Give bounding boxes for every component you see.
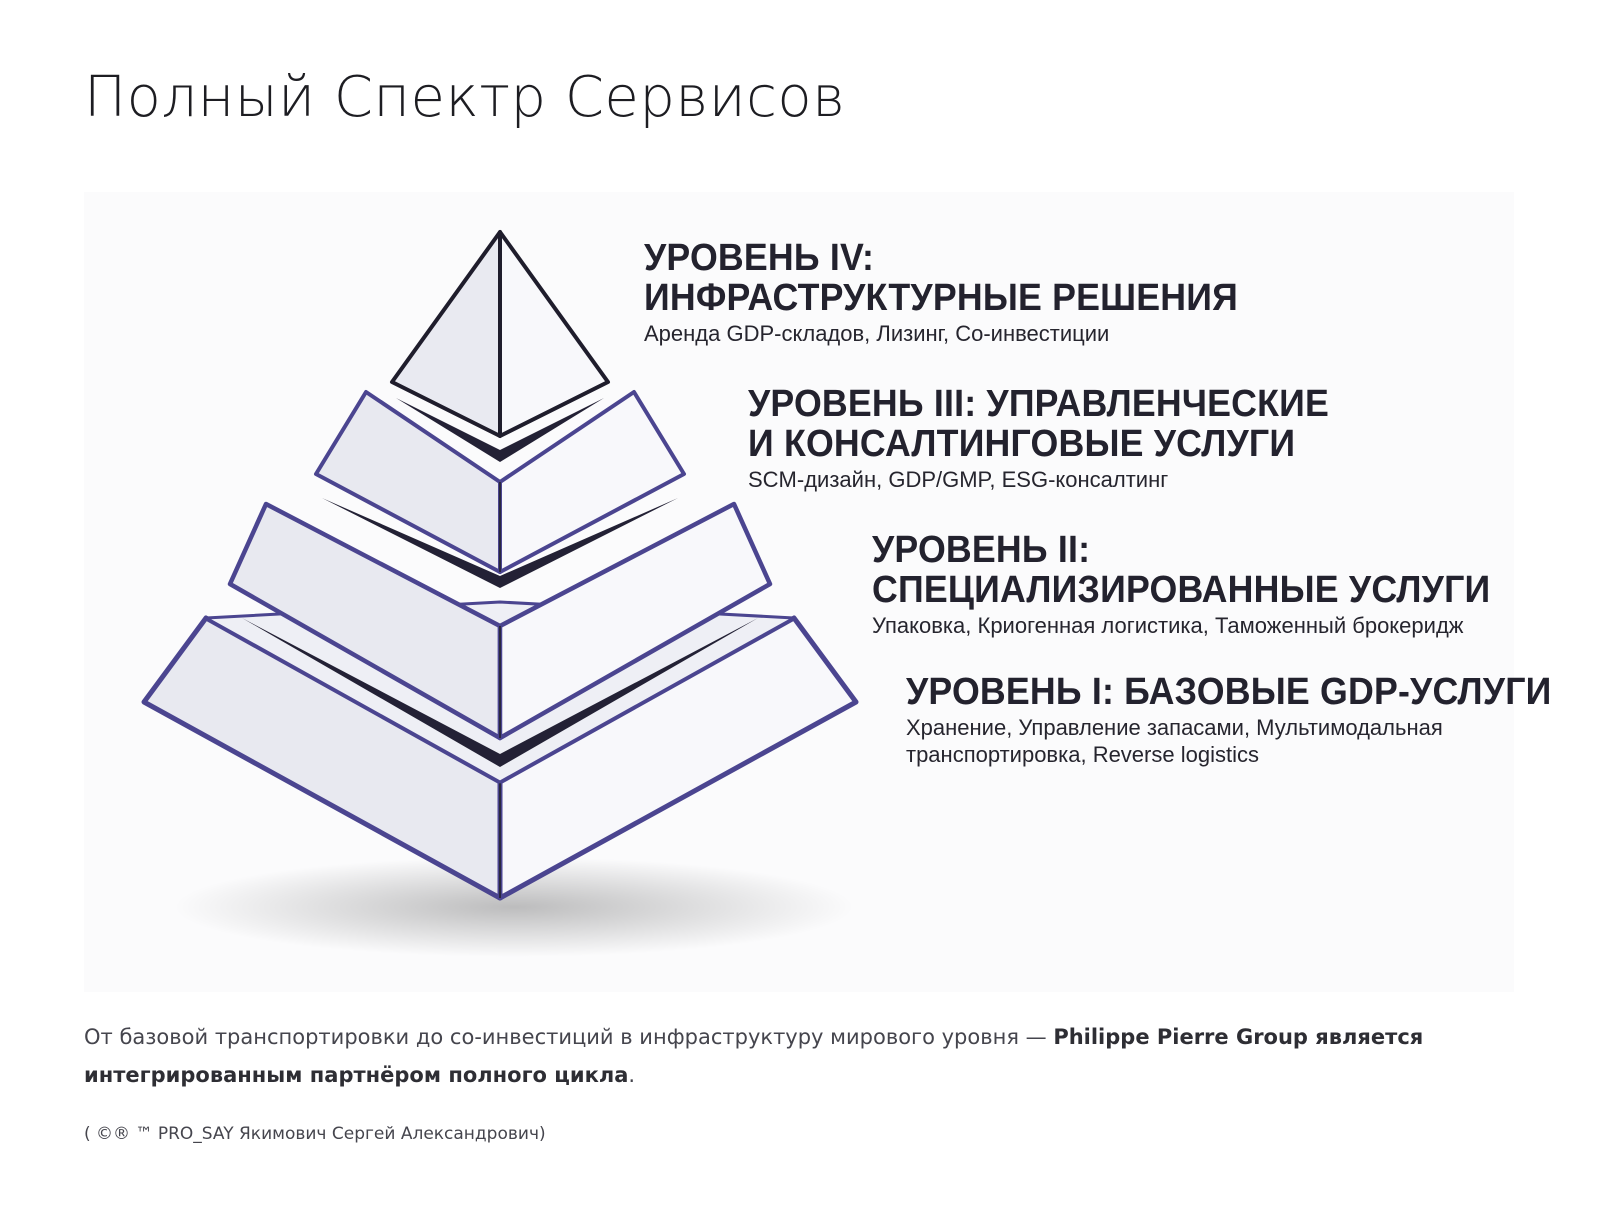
level-1: УРОВЕНЬ I: БАЗОВЫЕ GDP-УСЛУГИ Хранение, … [906,672,1593,768]
pyramid-tier-3 [314,390,686,574]
pyramid-illustration [141,230,859,957]
level-3-description: SCM-дизайн, GDP/GMP, ESG-консалтинг [748,467,1169,492]
level-3: УРОВЕНЬ III: УПРАВЛЕНЧЕСКИЕ И КОНСАЛТИНГ… [748,384,1366,493]
copyright-text: ( ©® ™ PRO_SAY Якимович Сергей Александр… [84,1124,546,1144]
pyramid-shadow [174,857,854,957]
summary-emphasis: Philippe Pierre Group является интегриро… [84,1025,1424,1087]
level-2-title: УРОВЕНЬ II: СПЕЦИАЛИЗИРОВАННЫЕ УСЛУГИ [872,529,1491,611]
level-1-description: Хранение, Управление запасами, Мультимод… [906,715,1443,767]
summary-text: От базовой транспортировки до со-инвести… [84,1025,1424,1087]
level-3-title: УРОВЕНЬ III: УПРАВЛЕНЧЕСКИЕ И КОНСАЛТИНГ… [748,383,1330,465]
level-4-title: УРОВЕНЬ IV: ИНФРАСТРУКТУРНЫЕ РЕШЕНИЯ [644,237,1238,319]
level-2-description: Упаковка, Криогенная логистика, Таможенн… [872,613,1464,638]
pyramid-tier-2 [227,501,773,741]
pyramid-tier-4 [390,230,610,438]
level-4-description: Аренда GDP-складов, Лизинг, Со-инвестици… [644,321,1110,346]
level-2: УРОВЕНЬ II: СПЕЦИАЛИЗИРОВАННЫЕ УСЛУГИ Уп… [872,530,1530,639]
page-title: Полный Спектр Сервисов [84,65,846,130]
pyramid-diagram: УРОВЕНЬ IV: ИНФРАСТРУКТУРНЫЕ РЕШЕНИЯ Аре… [84,192,1551,992]
level-1-title: УРОВЕНЬ I: БАЗОВЫЕ GDP-УСЛУГИ [906,671,1552,713]
level-4: УРОВЕНЬ IV: ИНФРАСТРУКТУРНЫЕ РЕШЕНИЯ Аре… [644,238,1276,347]
